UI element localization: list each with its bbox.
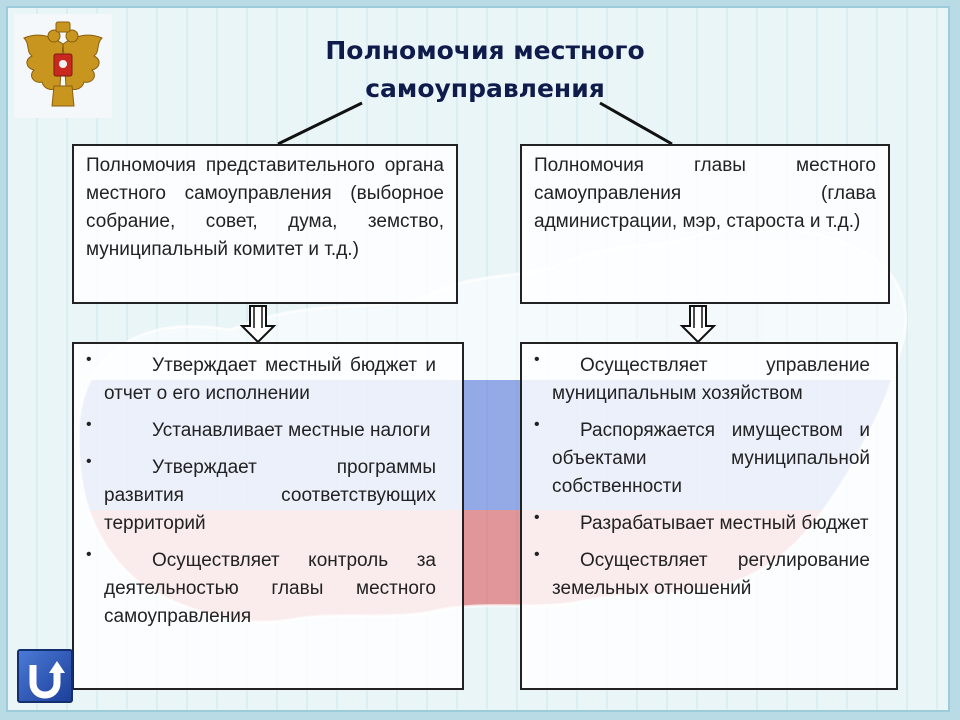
- connector-line-left: [277, 101, 363, 146]
- russian-coat-of-arms-icon: [14, 14, 112, 118]
- representative-body-heading-box: Полномочия представительного органа мест…: [72, 144, 458, 304]
- return-arrow-icon: [29, 661, 65, 699]
- bullet-icon: •: [534, 416, 540, 433]
- page-title: Полномочия местного самоуправления: [325, 36, 645, 103]
- list-item: • Устанавливает местные налоги: [86, 416, 436, 445]
- list-item: • Осуществляет управление муниципальным …: [534, 351, 870, 408]
- list-item: • Разрабатывает местный бюджет: [534, 509, 870, 538]
- bullet-icon: •: [534, 351, 540, 368]
- representative-body-powers-box: • Утверждает местный бюджет и отчет о ег…: [72, 342, 464, 690]
- list-item: • Распоряжается имуществом и объектами м…: [534, 416, 870, 501]
- head-of-government-heading-box: Полномочия главы местного самоуправления…: [520, 144, 890, 304]
- list-item-text: Осуществляет регулирование земельных отн…: [552, 550, 870, 599]
- bullet-icon: •: [534, 509, 540, 526]
- list-item: • Осуществляет регулирование земельных о…: [534, 546, 870, 603]
- bullet-icon: •: [86, 416, 92, 433]
- head-of-government-powers-box: • Осуществляет управление муниципальным …: [520, 342, 898, 690]
- down-arrow-right-icon: [679, 305, 717, 344]
- bullet-icon: •: [86, 453, 92, 470]
- list-item-text: Распоряжается имуществом и объектами мун…: [552, 420, 870, 497]
- representative-body-powers-list: • Утверждает местный бюджет и отчет о ег…: [74, 344, 462, 631]
- down-arrow-left-icon: [239, 305, 277, 344]
- list-item-text: Утверждает программы развития соответств…: [104, 457, 436, 534]
- list-item-text: Осуществляет контроль за деятельностью г…: [104, 550, 436, 627]
- bullet-icon: •: [534, 546, 540, 563]
- list-item-text: Разрабатывает местный бюджет: [580, 513, 869, 534]
- head-of-government-heading: Полномочия главы местного самоуправления…: [534, 155, 876, 232]
- return-button[interactable]: [17, 649, 73, 703]
- representative-body-heading: Полномочия представительного органа мест…: [86, 155, 444, 260]
- connector-line-right: [599, 101, 673, 146]
- list-item-text: Устанавливает местные налоги: [152, 420, 431, 441]
- list-item-text: Осуществляет управление муниципальным хо…: [552, 355, 870, 404]
- list-item: • Осуществляет контроль за деятельностью…: [86, 546, 436, 631]
- bullet-icon: •: [86, 351, 92, 368]
- list-item: • Утверждает программы развития соответс…: [86, 453, 436, 538]
- bullet-icon: •: [86, 546, 92, 563]
- list-item-text: Утверждает местный бюджет и отчет о его …: [104, 355, 436, 404]
- list-item: • Утверждает местный бюджет и отчет о ег…: [86, 351, 436, 408]
- head-of-government-powers-list: • Осуществляет управление муниципальным …: [522, 344, 896, 603]
